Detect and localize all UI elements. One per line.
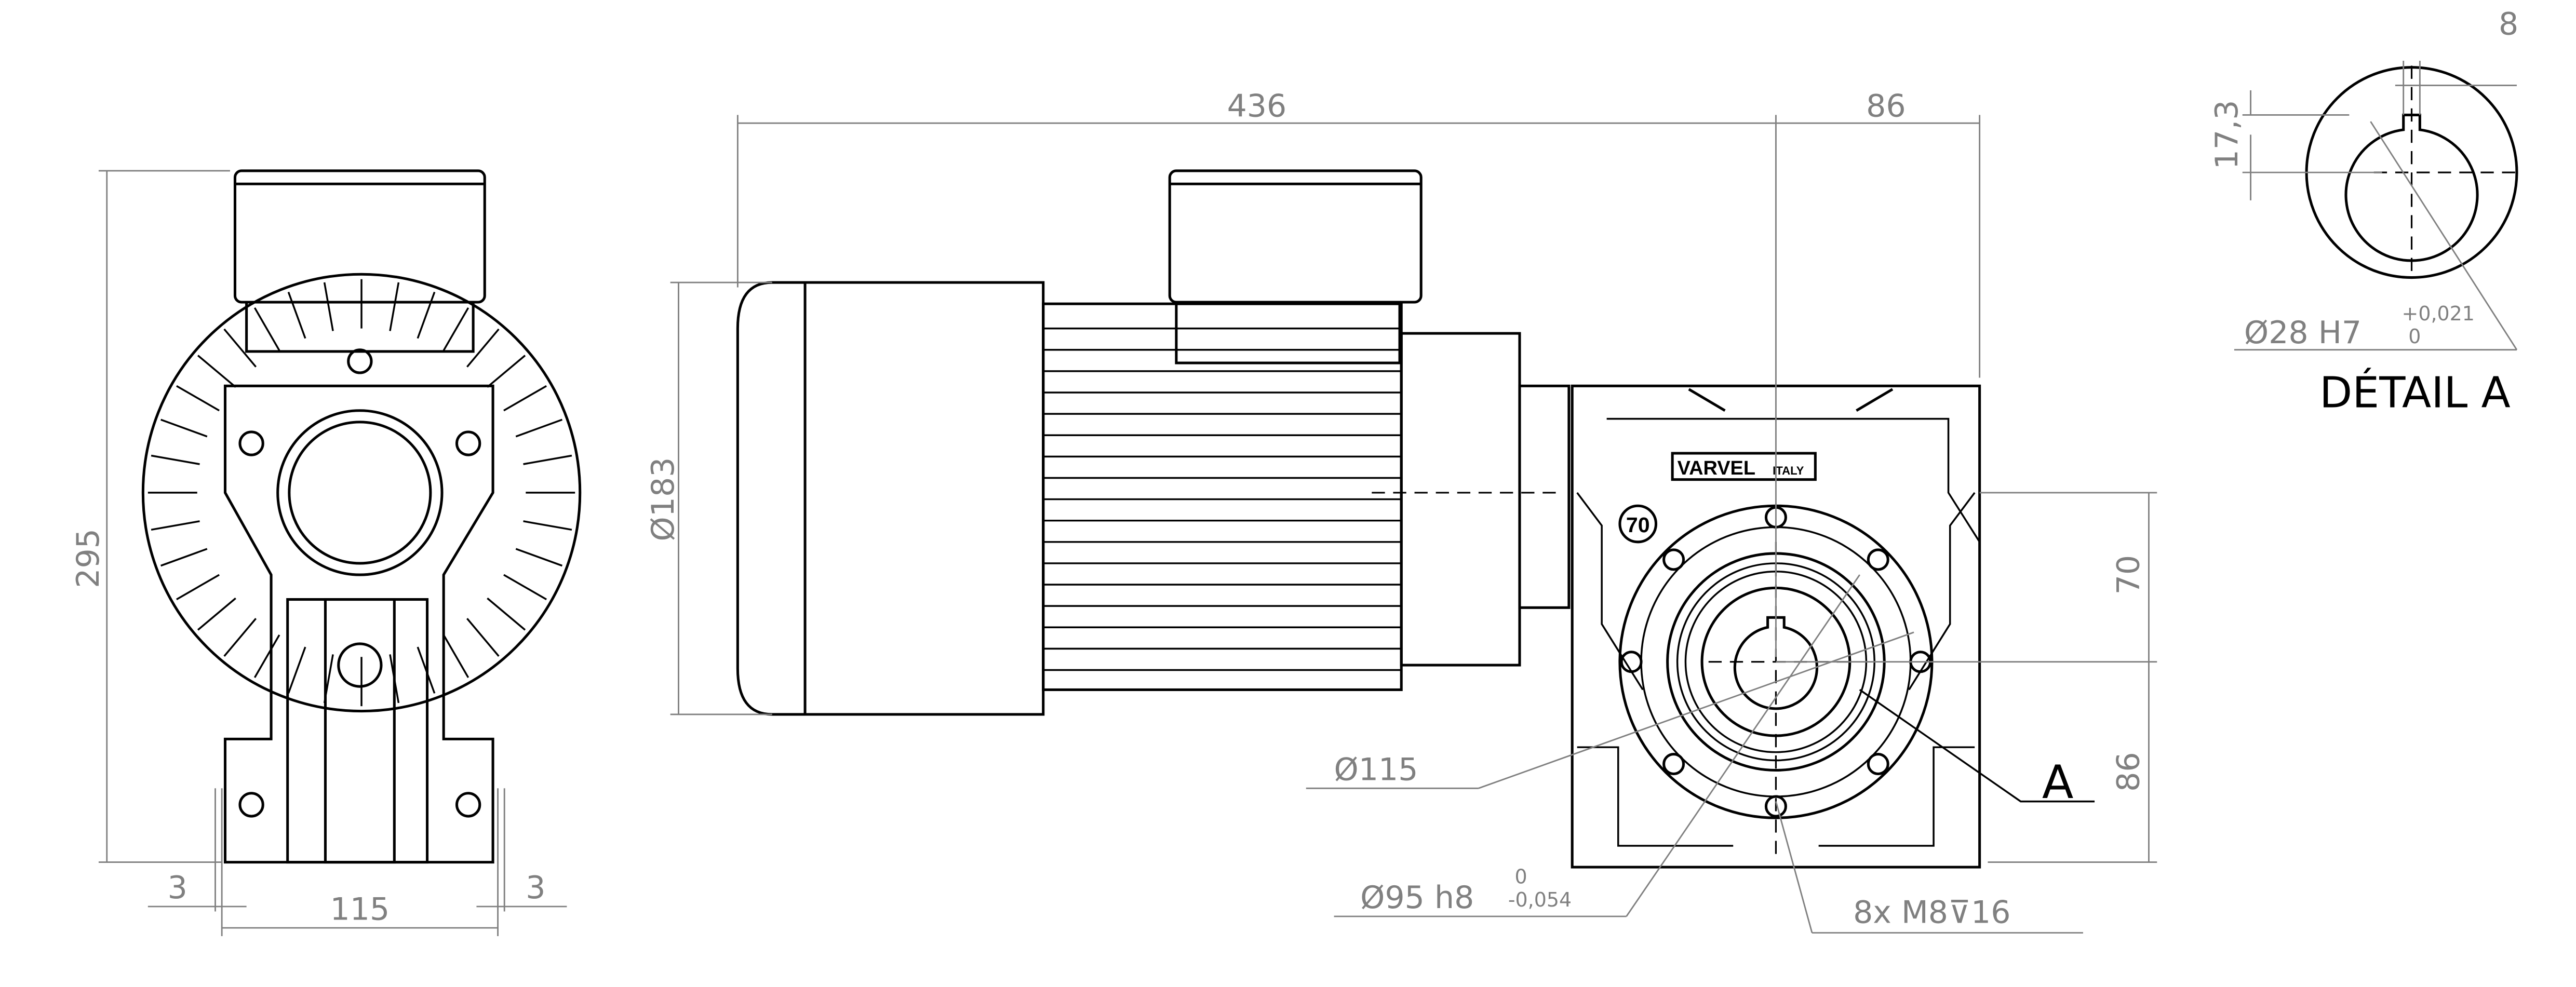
fin <box>523 520 572 531</box>
fin <box>287 291 306 339</box>
fin <box>197 355 236 388</box>
end-view <box>141 169 582 864</box>
spigot-tol-upper: 0 <box>1515 866 1527 888</box>
motor-fins <box>1043 327 1402 671</box>
fin <box>160 548 208 567</box>
brand-varvel: VARVEL <box>1678 457 1755 479</box>
fin <box>223 328 257 368</box>
fin <box>253 634 280 678</box>
bolt-hole <box>1662 753 1685 776</box>
key-width-8: 8 <box>2499 6 2518 42</box>
side-view-dimensions: 436 86 Ø183 70 86 Ø115 Ø95 h8 0 -0,054 8… <box>645 88 2157 934</box>
dim-86-right: 86 <box>2110 752 2146 791</box>
fin <box>389 282 400 331</box>
fin <box>515 548 563 567</box>
end-view-dimensions: 295 115 3 3 <box>70 170 567 936</box>
fin <box>466 328 500 368</box>
dim-70: 70 <box>2110 555 2146 594</box>
fin <box>487 355 526 388</box>
dim-diameter-183: Ø183 <box>645 457 681 542</box>
fin <box>160 418 208 438</box>
detail-callout-a: A <box>2042 755 2074 809</box>
fin <box>176 385 220 412</box>
dim-3-left: 3 <box>168 870 187 906</box>
dim-diameter-95-h8: Ø95 h8 <box>1360 880 1474 916</box>
fin <box>487 597 526 631</box>
dim-295: 295 <box>70 529 106 588</box>
bolt-hole <box>1662 548 1685 571</box>
size-mark-70: 70 <box>1626 513 1650 537</box>
fin <box>442 634 469 678</box>
dim-86-top: 86 <box>1866 88 1906 125</box>
fin <box>523 454 572 465</box>
dim-3-right: 3 <box>526 870 545 906</box>
detail-title: DÉTAIL A <box>2319 368 2511 417</box>
fin <box>223 618 257 657</box>
key-depth-17-3: 17,3 <box>2209 100 2245 169</box>
side-view-motor <box>736 169 1571 716</box>
bolt-holes <box>1620 506 1932 818</box>
bolt-hole <box>1867 548 1889 571</box>
fin <box>442 307 469 351</box>
fin <box>176 574 220 601</box>
fin <box>323 282 334 331</box>
spigot-tol-lower: -0,054 <box>1508 888 1572 911</box>
fin <box>466 618 500 657</box>
bore-tol-upper: +0,021 <box>2402 302 2475 325</box>
bolt-holes-label: 8x M8⊽16 <box>1853 895 2010 931</box>
fin <box>417 291 436 339</box>
fin <box>287 646 306 694</box>
fin <box>503 385 547 412</box>
detail-a: 8 17,3 Ø28 H7 +0,021 0 DÉTAIL A <box>2209 6 2520 417</box>
bore-diameter: Ø28 H7 <box>2244 315 2362 351</box>
fin <box>503 574 547 601</box>
fin <box>151 454 200 465</box>
dim-diameter-115: Ø115 <box>1334 751 1418 788</box>
cooling-fins <box>147 279 575 707</box>
bolt-hole <box>1620 651 1643 673</box>
bolt-hole <box>1764 795 1787 818</box>
bore-tol-lower: 0 <box>2408 325 2421 348</box>
dim-115: 115 <box>330 891 390 927</box>
brand-italy: ITALY <box>1773 464 1804 477</box>
fin <box>515 418 563 438</box>
fin <box>253 307 280 351</box>
dim-436: 436 <box>1227 88 1287 125</box>
fin <box>197 597 236 631</box>
bolt-hole <box>1867 753 1889 776</box>
fin <box>151 520 200 531</box>
